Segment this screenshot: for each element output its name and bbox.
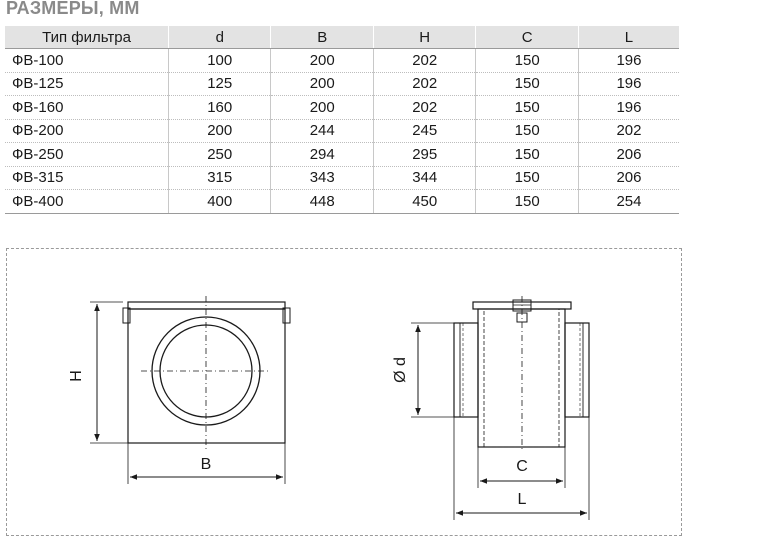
cell-c: 150 — [475, 95, 579, 120]
cell-type: ФВ-200 — [5, 119, 169, 143]
cell-d: 250 — [167, 142, 271, 167]
column-header-h: H — [372, 26, 476, 49]
cell-type: ФВ-100 — [5, 48, 169, 73]
label-b: B — [201, 456, 212, 473]
cell-h: 295 — [372, 142, 476, 167]
side-view — [411, 296, 590, 520]
left-duct-spigot — [453, 322, 479, 418]
cell-d: 315 — [167, 166, 271, 190]
cell-c: 150 — [475, 142, 579, 167]
cell-d: 400 — [167, 189, 271, 214]
table-row: ФВ-200 200 244 245 150 202 — [5, 119, 679, 143]
cell-h: 450 — [372, 189, 476, 214]
cell-d: 125 — [167, 72, 271, 96]
table-row: ФВ-400 400 448 450 150 254 — [5, 189, 679, 214]
table-header-row: Тип фильтра d B H C L — [5, 26, 679, 49]
cell-d: 100 — [167, 48, 271, 73]
cell-l: 196 — [577, 95, 679, 120]
cell-c: 150 — [475, 166, 579, 190]
cell-l: 196 — [577, 72, 679, 96]
cell-h: 202 — [372, 95, 476, 120]
cell-b: 448 — [270, 189, 374, 214]
cell-c: 150 — [475, 48, 579, 73]
cell-l: 254 — [577, 189, 679, 214]
table-row: ФВ-100 100 200 202 150 196 — [5, 48, 679, 73]
column-header-c: C — [475, 26, 579, 49]
cell-l: 206 — [577, 166, 679, 190]
cell-type: ФВ-125 — [5, 72, 169, 96]
column-header-d: d — [167, 26, 271, 49]
housing-body — [127, 308, 286, 444]
cell-c: 150 — [475, 119, 579, 143]
cell-type: ФВ-400 — [5, 189, 169, 214]
cell-b: 343 — [270, 166, 374, 190]
technical-drawing: H B — [68, 296, 590, 520]
cell-h: 202 — [372, 72, 476, 96]
label-h: H — [68, 370, 85, 382]
cell-type: ФВ-250 — [5, 142, 169, 167]
column-header-type: Тип фильтра — [5, 26, 169, 49]
housing-lid — [127, 301, 286, 310]
right-latch — [282, 307, 291, 324]
cell-type: ФВ-160 — [5, 95, 169, 120]
cell-d: 200 — [167, 119, 271, 143]
cell-d: 160 — [167, 95, 271, 120]
section-title: РАЗМЕРЫ, ММ — [6, 0, 140, 18]
right-duct-spigot — [564, 322, 590, 418]
label-d: Ø d — [392, 357, 409, 383]
cell-c: 150 — [475, 72, 579, 96]
table-row: ФВ-125 125 200 202 150 196 — [5, 72, 679, 96]
cell-type: ФВ-315 — [5, 166, 169, 190]
left-latch — [122, 307, 131, 324]
cell-l: 206 — [577, 142, 679, 167]
column-header-l: L — [577, 26, 679, 49]
label-l: L — [518, 491, 527, 508]
cell-b: 294 — [270, 142, 374, 167]
label-c: C — [516, 458, 528, 475]
technical-drawing-frame: H B — [6, 248, 682, 536]
cell-b: 200 — [270, 72, 374, 96]
filter-cassette — [483, 308, 560, 448]
cell-l: 202 — [577, 119, 679, 143]
table-row: ФВ-160 160 200 202 150 196 — [5, 95, 679, 120]
cell-c: 150 — [475, 189, 579, 214]
cell-l: 196 — [577, 48, 679, 73]
front-view — [90, 296, 291, 484]
side-body — [477, 308, 566, 448]
cell-b: 200 — [270, 48, 374, 73]
cell-h: 202 — [372, 48, 476, 73]
cell-b: 244 — [270, 119, 374, 143]
table-row: ФВ-315 315 343 344 150 206 — [5, 166, 679, 190]
dimensions-table: Тип фильтра d B H C L ФВ-100 100 200 202… — [5, 26, 679, 214]
column-header-b: B — [270, 26, 374, 49]
cell-b: 200 — [270, 95, 374, 120]
cell-h: 344 — [372, 166, 476, 190]
table-row: ФВ-250 250 294 295 150 206 — [5, 142, 679, 167]
cell-h: 245 — [372, 119, 476, 143]
